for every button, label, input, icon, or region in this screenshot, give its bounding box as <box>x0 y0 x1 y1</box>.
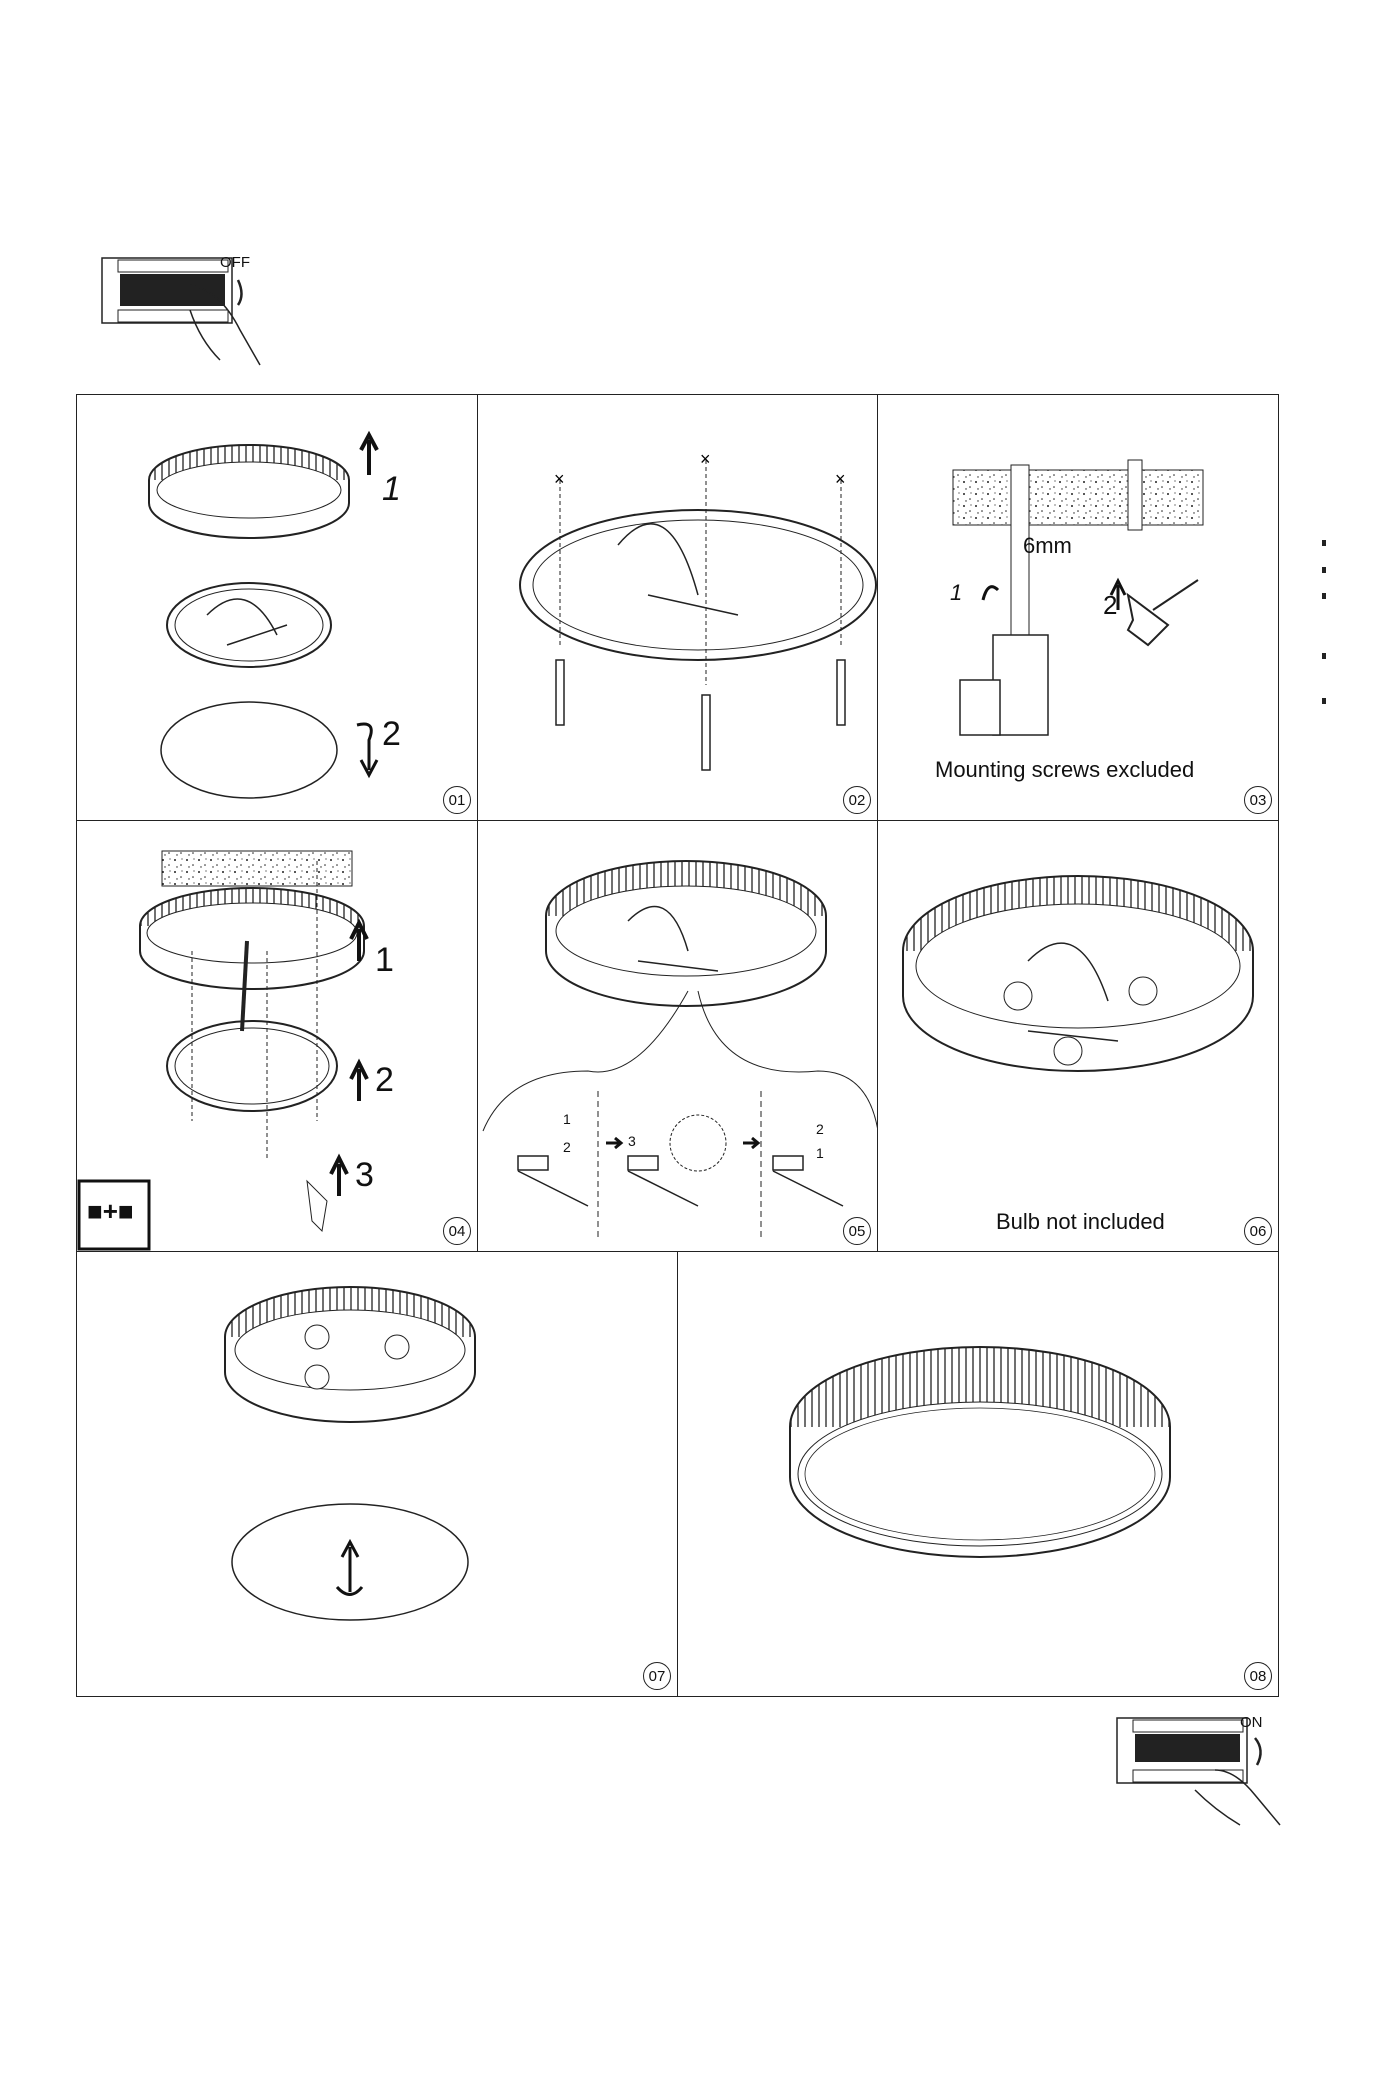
step-08-number: 08 <box>1244 1662 1272 1690</box>
step-06-number: 06 <box>1244 1217 1272 1245</box>
step-01-label-2: 2 <box>382 715 401 753</box>
step-03-label-1: 1 <box>950 580 963 605</box>
mounting-screws-caption: Mounting screws excluded <box>935 757 1195 782</box>
step-05-panel: 1 2 3 2 1 05 <box>477 820 878 1252</box>
step-02-panel: × × × 02 <box>477 394 878 821</box>
bulb-not-included-caption: Bulb not included <box>996 1209 1165 1234</box>
step-05-label-c: 3 <box>628 1133 636 1149</box>
svg-text:×: × <box>700 449 711 469</box>
step-04-panel: ■+■ 1 2 3 04 <box>76 820 478 1252</box>
wiring-illustration <box>482 860 877 1241</box>
attach-diffuser-illustration <box>224 1286 476 1621</box>
mount-to-ceiling-illustration <box>77 850 369 1251</box>
step-03-label-2: 2 <box>1103 590 1118 620</box>
on-label: ON <box>1240 1714 1263 1731</box>
step-03-number: 03 <box>1244 786 1272 814</box>
step-04-number: 04 <box>443 1217 471 1245</box>
drill-and-anchor-illustration <box>952 459 1204 736</box>
power-off-illustration: OFF <box>90 250 270 370</box>
step-01-panel: 1 2 01 <box>76 394 478 821</box>
breaker-hand-icon <box>101 257 261 366</box>
step-01-number: 01 <box>443 786 471 814</box>
step-05-label-d: 2 <box>816 1121 824 1137</box>
breaker-hand-icon <box>1116 1717 1281 1826</box>
step-07-panel: 07 <box>76 1251 678 1697</box>
step-05-label-b: 2 <box>563 1139 571 1155</box>
ring-remove-illustration <box>148 430 379 799</box>
svg-text:×: × <box>554 469 565 489</box>
step-02-number: 02 <box>843 786 871 814</box>
step-04-label-1: 1 <box>375 941 394 979</box>
step-05-number: 05 <box>843 1217 871 1245</box>
finished-lamp-illustration <box>789 1346 1171 1558</box>
drill-size-label: 6mm <box>1023 533 1072 558</box>
mark-holes-illustration: × × × <box>519 449 877 771</box>
edge-marks <box>1322 540 1326 740</box>
step-07-number: 07 <box>643 1662 671 1690</box>
step-06-panel: Bulb not included 06 <box>877 820 1279 1252</box>
svg-text:×: × <box>835 469 846 489</box>
two-person-icon: ■+■ <box>87 1196 134 1226</box>
step-03-panel: 6mm 1 2 Mounting screws excluded 03 <box>877 394 1279 821</box>
step-05-label-a: 1 <box>563 1111 571 1127</box>
step-08-panel: 08 <box>677 1251 1279 1697</box>
off-label: OFF <box>220 254 250 271</box>
power-on-illustration: ON <box>1105 1710 1285 1830</box>
step-05-label-e: 1 <box>816 1145 824 1161</box>
step-04-label-3: 3 <box>355 1156 374 1194</box>
install-bulbs-illustration <box>902 875 1254 1072</box>
step-01-label-1: 1 <box>382 470 401 508</box>
step-04-label-2: 2 <box>375 1061 394 1099</box>
